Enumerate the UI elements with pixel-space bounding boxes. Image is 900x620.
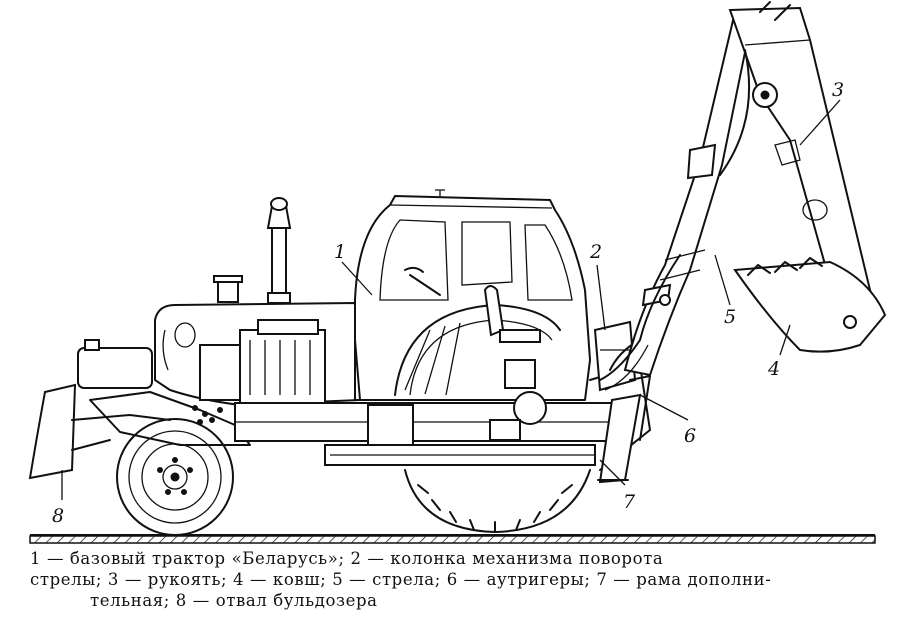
callout-2: 2 <box>589 241 602 263</box>
hydraulic-hoses <box>599 254 681 391</box>
caption-line-3: тельная; 8 — отвал бульдозера <box>90 591 378 610</box>
leader-lines <box>61 99 841 500</box>
excavator-diagram: 1 2 3 4 5 6 7 8 <box>28 1 887 544</box>
rear-wheel <box>404 469 591 533</box>
ground <box>29 534 876 544</box>
callout-3: 3 <box>832 79 844 101</box>
caption-line-1: 1 — базовый трактор «Беларусь»; 2 — коло… <box>30 549 664 568</box>
callout-7: 7 <box>623 491 636 513</box>
front-wheel <box>116 418 234 536</box>
callout-8: 8 <box>52 505 64 527</box>
bucket <box>733 257 887 353</box>
caption-line-2: стрелы; 3 — рукоять; 4 — ковш; 5 — стрел… <box>30 570 772 589</box>
callout-5: 5 <box>724 306 736 328</box>
figure-caption: 1 — базовый трактор «Беларусь»; 2 — коло… <box>30 548 890 611</box>
bulldozer-blade <box>28 383 171 480</box>
outriggers <box>597 375 651 484</box>
chassis-frame <box>234 364 651 471</box>
tractor-cab <box>354 189 591 401</box>
callout-1: 1 <box>334 241 346 263</box>
callout-4: 4 <box>767 358 780 380</box>
callouts: 1 2 3 4 5 6 7 8 <box>52 79 844 527</box>
dipper-arm <box>719 1 882 332</box>
callout-6: 6 <box>684 425 696 447</box>
